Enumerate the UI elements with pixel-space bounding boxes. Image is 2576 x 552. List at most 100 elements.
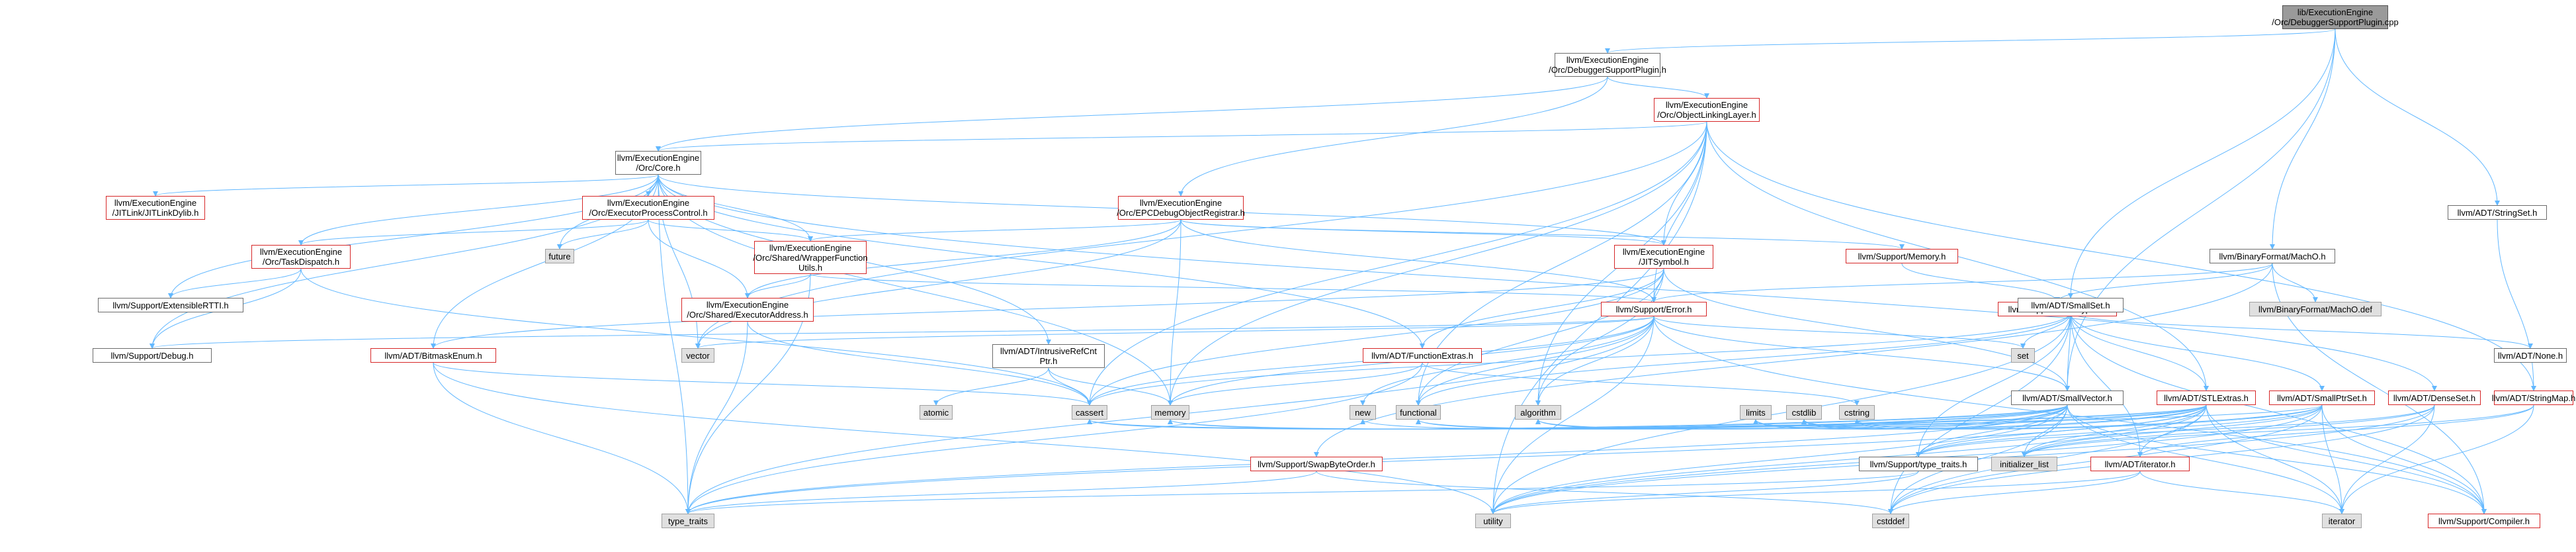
node-binaryformat-macho-def[interactable]: llvm/BinaryFormat/MachO.def <box>2249 302 2382 316</box>
edge-iterh-to-iterator <box>2139 471 2344 514</box>
edge-err-to-svec <box>1653 316 2070 391</box>
node-limits[interactable]: limits <box>1740 405 1772 420</box>
node-support-debug-h[interactable]: llvm/Support/Debug.h <box>93 348 212 363</box>
edge-dset-to-tt <box>1916 404 2435 457</box>
edge-jits-to-algorithm <box>1535 268 1664 406</box>
node-epc-debug-object-registrar-h[interactable]: llvm/ExecutionEngine /Orc/EPCDebugObject… <box>1117 196 1245 220</box>
node-executor-address-h[interactable]: llvm/ExecutionEngine /Orc/Shared/Executo… <box>681 298 814 322</box>
node-cstdlib[interactable]: cstdlib <box>1786 405 1822 420</box>
edge-smallset-to-svec <box>2065 312 2071 391</box>
node-adt-stlextras-h[interactable]: llvm/ADT/STLExtras.h <box>2157 391 2256 405</box>
edge-stl-to-compiler <box>2206 404 2487 514</box>
node-adt-iterator-h[interactable]: llvm/ADT/iterator.h <box>2090 457 2190 471</box>
edge-fe-to-cstring <box>1422 362 1860 406</box>
node-adt-stringmap-h[interactable]: llvm/ADT/StringMap.h <box>2492 391 2575 405</box>
edge-svec-to-utility <box>1490 404 2068 514</box>
edge-oll-to-utility <box>1490 121 1707 514</box>
node-adt-stringset-h[interactable]: llvm/ADT/StringSet.h <box>2448 205 2547 220</box>
node-root-debugger-support-plugin-cpp[interactable]: lib/ExecutionEngine /Orc/DebuggerSupport… <box>2272 5 2399 29</box>
edge-err-to-set <box>1653 316 2026 349</box>
edge-smallset-to-compiler <box>2070 312 2487 514</box>
edge-oll-to-err <box>1651 121 1707 302</box>
edge-smallset-to-functional <box>1416 312 2071 406</box>
edge-smallset-to-cstddef <box>1888 312 2071 514</box>
edge-edor-to-err <box>1180 219 1656 302</box>
edge-epc-to-sea <box>648 219 750 299</box>
edge-iterh-to-cstddef <box>1888 471 2141 514</box>
node-cstring[interactable]: cstring <box>1839 405 1875 420</box>
node-support-error-h[interactable]: llvm/Support/Error.h <box>1601 302 1707 316</box>
node-adt-none-h[interactable]: llvm/ADT/None.h <box>2494 348 2567 363</box>
edge-dsp-to-core <box>656 76 1608 152</box>
edge-smallset-to-iterh <box>2070 312 2143 457</box>
node-support-memory-h[interactable]: llvm/Support/Memory.h <box>1846 249 1958 263</box>
node-debugger-support-plugin-h[interactable]: llvm/ExecutionEngine /Orc/DebuggerSuppor… <box>1549 53 1666 77</box>
node-type-traits[interactable]: type_traits <box>662 514 714 528</box>
edge-smallset-to-sps <box>2070 312 2325 391</box>
edge-oll-to-memory <box>1168 121 1707 406</box>
edge-edor-to-swf <box>808 219 1181 242</box>
node-adt-bitmaskenum-h[interactable]: llvm/ADT/BitmaskEnum.h <box>370 348 496 363</box>
node-initializer-list[interactable]: initializer_list <box>1991 457 2057 471</box>
node-iterator[interactable]: iterator <box>2322 514 2362 528</box>
edge-stl-to-algorithm <box>1535 404 2207 430</box>
node-orc-core-h[interactable]: llvm/ExecutionEngine /Orc/Core.h <box>615 151 701 175</box>
node-jitlink-dylib-h[interactable]: llvm/ExecutionEngine /JITLink/JITLinkDyl… <box>106 196 205 220</box>
edge-smap-to-il <box>2022 404 2534 457</box>
node-binaryformat-macho-h[interactable]: llvm/BinaryFormat/MachO.h <box>2210 249 2335 263</box>
edge-td-to-cassert <box>300 268 1092 406</box>
node-new[interactable]: new <box>1350 405 1376 420</box>
node-adt-functionextras-h[interactable]: llvm/ADT/FunctionExtras.h <box>1363 348 1482 363</box>
node-adt-smallptrset-h[interactable]: llvm/ADT/SmallPtrSet.h <box>2269 391 2375 405</box>
node-object-linking-layer-h[interactable]: llvm/ExecutionEngine /Orc/ObjectLinkingL… <box>1654 98 1760 122</box>
node-vector[interactable]: vector <box>681 348 714 363</box>
node-cstddef[interactable]: cstddef <box>1872 514 1909 528</box>
node-algorithm[interactable]: algorithm <box>1515 405 1561 420</box>
edge-core-to-td <box>298 174 659 246</box>
node-functional[interactable]: functional <box>1396 405 1441 420</box>
edge-swf-to-sea <box>745 273 811 299</box>
node-adt-denseset-h[interactable]: llvm/ADT/DenseSet.h <box>2388 391 2481 405</box>
edge-irc-to-cassert <box>1048 367 1092 406</box>
edge-svec-to-iterator <box>2067 404 2344 514</box>
edge-dsp-to-edor <box>1178 76 1608 197</box>
edge-oll-to-jits <box>1661 121 1707 246</box>
node-support-compiler-h[interactable]: llvm/Support/Compiler.h <box>2428 514 2540 528</box>
edge-sps-to-cassert <box>1087 404 2323 430</box>
edge-sps-to-cstring <box>1854 404 2323 430</box>
node-set[interactable]: set <box>2011 348 2035 363</box>
node-adt-smallset-h[interactable]: llvm/ADT/SmallSet.h <box>2018 298 2124 312</box>
edge-jits-to-functional <box>1416 268 1664 406</box>
edge-err-to-new <box>1360 316 1654 406</box>
edge-iterh-to-utility <box>1490 471 2141 514</box>
edge-sps-to-compiler <box>2321 404 2487 514</box>
edge-err-to-vector <box>695 316 1654 349</box>
node-task-dispatch-h[interactable]: llvm/ExecutionEngine /Orc/TaskDispatch.h <box>251 245 351 269</box>
node-adt-intrusiverefcntptr-h[interactable]: llvm/ADT/IntrusiveRefCnt Ptr.h <box>992 344 1105 368</box>
edge-fe-to-type_traits <box>685 362 1423 514</box>
node-atomic[interactable]: atomic <box>920 405 953 420</box>
node-cassert[interactable]: cassert <box>1072 405 1107 420</box>
node-utility[interactable]: utility <box>1475 514 1511 528</box>
edge-core-to-dset <box>658 174 2437 391</box>
node-support-swapbyteorder-h[interactable]: llvm/Support/SwapByteOrder.h <box>1250 457 1383 471</box>
node-future[interactable]: future <box>545 249 574 263</box>
edge-macho-to-compiler <box>2272 263 2487 514</box>
node-memory[interactable]: memory <box>1151 405 1189 420</box>
node-wrapper-function-utils-h[interactable]: llvm/ExecutionEngine /Orc/Shared/Wrapper… <box>753 241 868 274</box>
edge-svec-to-compiler <box>2067 404 2487 514</box>
edge-svec-to-tt <box>1916 404 2068 457</box>
node-jit-symbol-h[interactable]: llvm/ExecutionEngine /JITSymbol.h <box>1614 245 1713 269</box>
edge-root-to-svec <box>2065 28 2336 391</box>
edge-stringset-to-smap <box>2497 219 2536 391</box>
node-executor-process-control-h[interactable]: llvm/ExecutionEngine /Orc/ExecutorProces… <box>582 196 714 220</box>
edge-svec-to-cstddef <box>1888 404 2068 514</box>
node-support-type-traits-h[interactable]: llvm/Support/type_traits.h <box>1859 457 1978 471</box>
edge-bme-to-utility <box>433 362 1496 514</box>
edge-smallset-to-set <box>2020 312 2071 349</box>
edge-sea-to-type_traits <box>685 321 748 514</box>
node-extensible-rtti-h[interactable]: llvm/Support/ExtensibleRTTI.h <box>98 298 243 312</box>
edge-macho-to-machodef <box>2272 263 2318 302</box>
node-adt-smallvector-h[interactable]: llvm/ADT/SmallVector.h <box>2011 391 2124 405</box>
